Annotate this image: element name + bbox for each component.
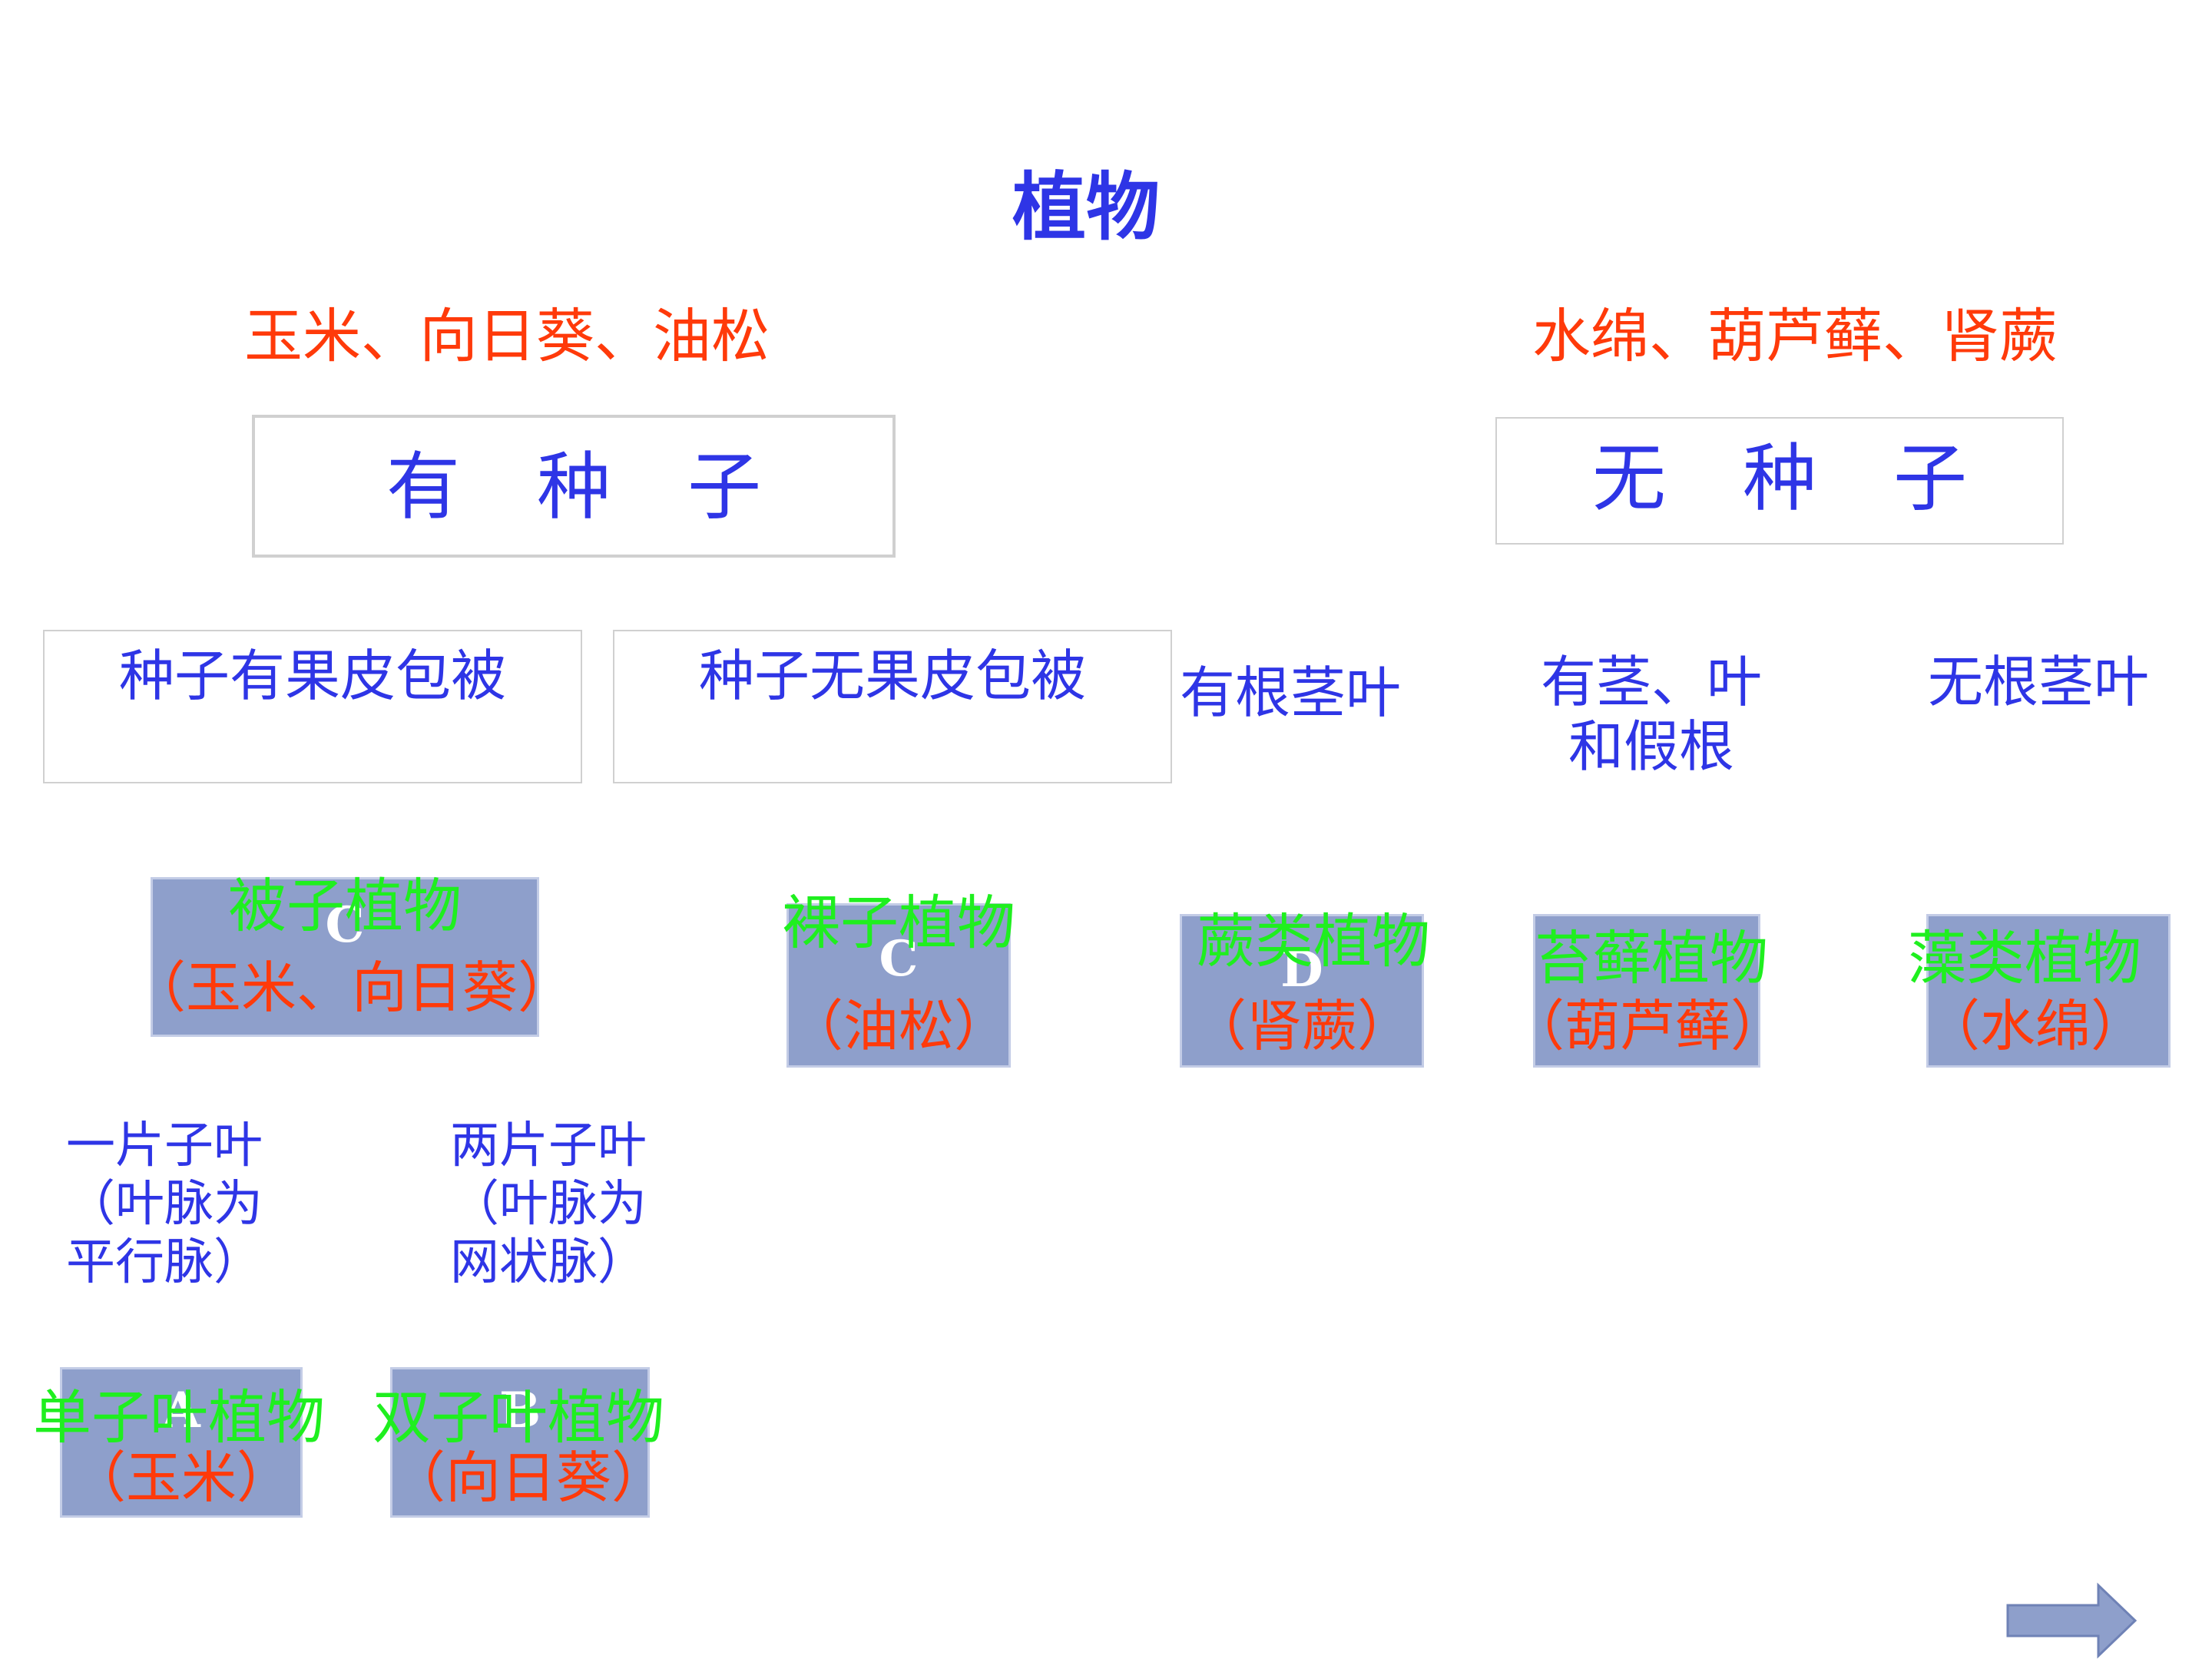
- seed-group-label: 有种子: [386, 444, 838, 530]
- page-title: 植物: [1012, 164, 1160, 250]
- fern-example: （肾蕨）: [1190, 994, 1412, 1058]
- gymnosperm-box: C: [786, 903, 1011, 1068]
- angiosperm-box: C: [151, 877, 539, 1037]
- no-fruit-cover-label: 种子无果皮包被: [698, 644, 1086, 708]
- algae-name: 藻类植物: [1908, 924, 2141, 992]
- no-root-stem-leaf-label: 无根茎叶: [1928, 650, 2150, 714]
- two-cotyledons-line: 网状脉）: [450, 1234, 647, 1291]
- right-arrow-icon[interactable]: [2005, 1582, 2140, 1659]
- moss-name: 苔藓植物: [1535, 924, 1768, 992]
- no-fruit-cover-frame: 种子无果皮包被: [613, 630, 1172, 783]
- seed-examples: 玉米、向日葵、油松: [244, 302, 770, 370]
- two-cotyledons-line: （叶脉为: [450, 1176, 647, 1233]
- no-seed-group-frame: 无种子: [1495, 417, 2064, 545]
- moss-box: [1533, 914, 1760, 1068]
- two-cotyledons-line: 两片子叶: [450, 1118, 647, 1174]
- dicot-name: 双子叶植物: [373, 1383, 664, 1452]
- dicot-letter: B: [498, 1382, 541, 1439]
- angiosperm-letter: C: [325, 896, 365, 954]
- fern-letter: D: [1280, 941, 1323, 998]
- one-cotyledon-line: 一片子叶: [66, 1118, 263, 1174]
- fern-name: 蕨类植物: [1197, 907, 1430, 975]
- algae-example: （水绵）: [1924, 994, 2146, 1058]
- one-cotyledon-line: 平行脉）: [66, 1234, 263, 1291]
- one-cotyledon-line: （叶脉为: [66, 1176, 263, 1233]
- fern-box: D: [1180, 914, 1424, 1068]
- angiosperm-example: （玉米、向日葵）: [131, 955, 574, 1020]
- gymnosperm-letter: C: [879, 930, 919, 988]
- gymnosperm-name: 裸子植物: [782, 889, 1015, 957]
- monocot-example: （玉米）: [70, 1445, 292, 1510]
- fruit-cover-frame: 种子有果皮包被: [43, 630, 582, 783]
- stem-leaf-pseudo-line2: 和假根: [1568, 714, 1734, 779]
- monocot-letter: A: [162, 1382, 200, 1439]
- gymnosperm-example: （油松）: [787, 994, 1009, 1058]
- algae-box: [1926, 914, 2171, 1068]
- one-cotyledon-text: 一片子叶 （叶脉为 平行脉）: [66, 1117, 263, 1292]
- moss-example: （葫芦藓）: [1508, 994, 1786, 1058]
- stem-leaf-pseudo-line1: 有茎、叶: [1540, 650, 1762, 714]
- no-seed-group-label: 无种子: [1592, 435, 2044, 522]
- monocot-box: A: [60, 1367, 303, 1518]
- monocot-name: 单子叶植物: [33, 1383, 325, 1452]
- two-cotyledons-text: 两片子叶 （叶脉为 网状脉）: [450, 1117, 647, 1292]
- root-stem-leaf-label: 有根茎叶: [1180, 661, 1402, 725]
- no-seed-examples: 水绵、葫芦藓、肾蕨: [1532, 302, 2058, 370]
- angiosperm-name: 被子植物: [228, 872, 462, 940]
- seed-group-frame: 有种子: [252, 415, 896, 558]
- dicot-box: B: [390, 1367, 650, 1518]
- fruit-cover-label: 种子有果皮包被: [118, 644, 506, 708]
- dicot-example: （向日葵）: [390, 1445, 667, 1510]
